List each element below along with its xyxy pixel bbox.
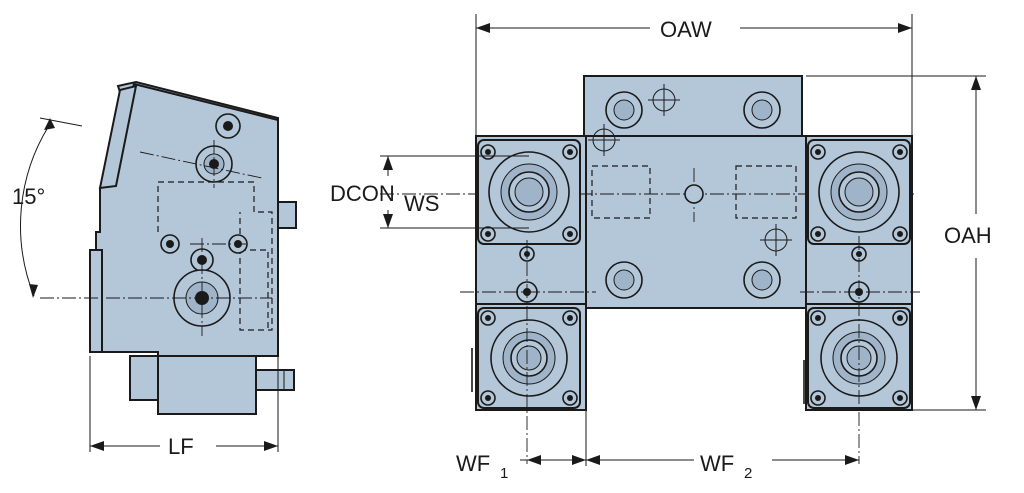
side-view-bottom-plate	[157, 355, 257, 415]
ws-label: WS	[404, 191, 439, 216]
front-view	[380, 14, 986, 466]
wf1-label: WF	[456, 451, 490, 476]
oah-label: OAH	[944, 223, 992, 248]
wf2-label: WF	[700, 451, 734, 476]
side-view-right-pin	[277, 201, 297, 229]
wf1-subscript: 1	[500, 465, 508, 482]
front-view-hidden-pocket-right	[735, 165, 797, 219]
wf2-subscript: 2	[744, 465, 752, 482]
front-view-center-hole	[684, 184, 704, 204]
front-view-hidden-pocket-left	[591, 165, 651, 219]
side-view-left-foot	[89, 249, 103, 353]
side-view	[20, 80, 297, 452]
dcon-label: DCON	[330, 181, 395, 206]
side-view-hidden-lines	[157, 181, 273, 331]
lf-label: LF	[168, 434, 194, 459]
oaw-label: OAW	[660, 17, 712, 42]
side-view-lower-pin	[255, 369, 295, 391]
angle-label: 15°	[12, 184, 45, 209]
side-view-left-band	[98, 84, 138, 190]
